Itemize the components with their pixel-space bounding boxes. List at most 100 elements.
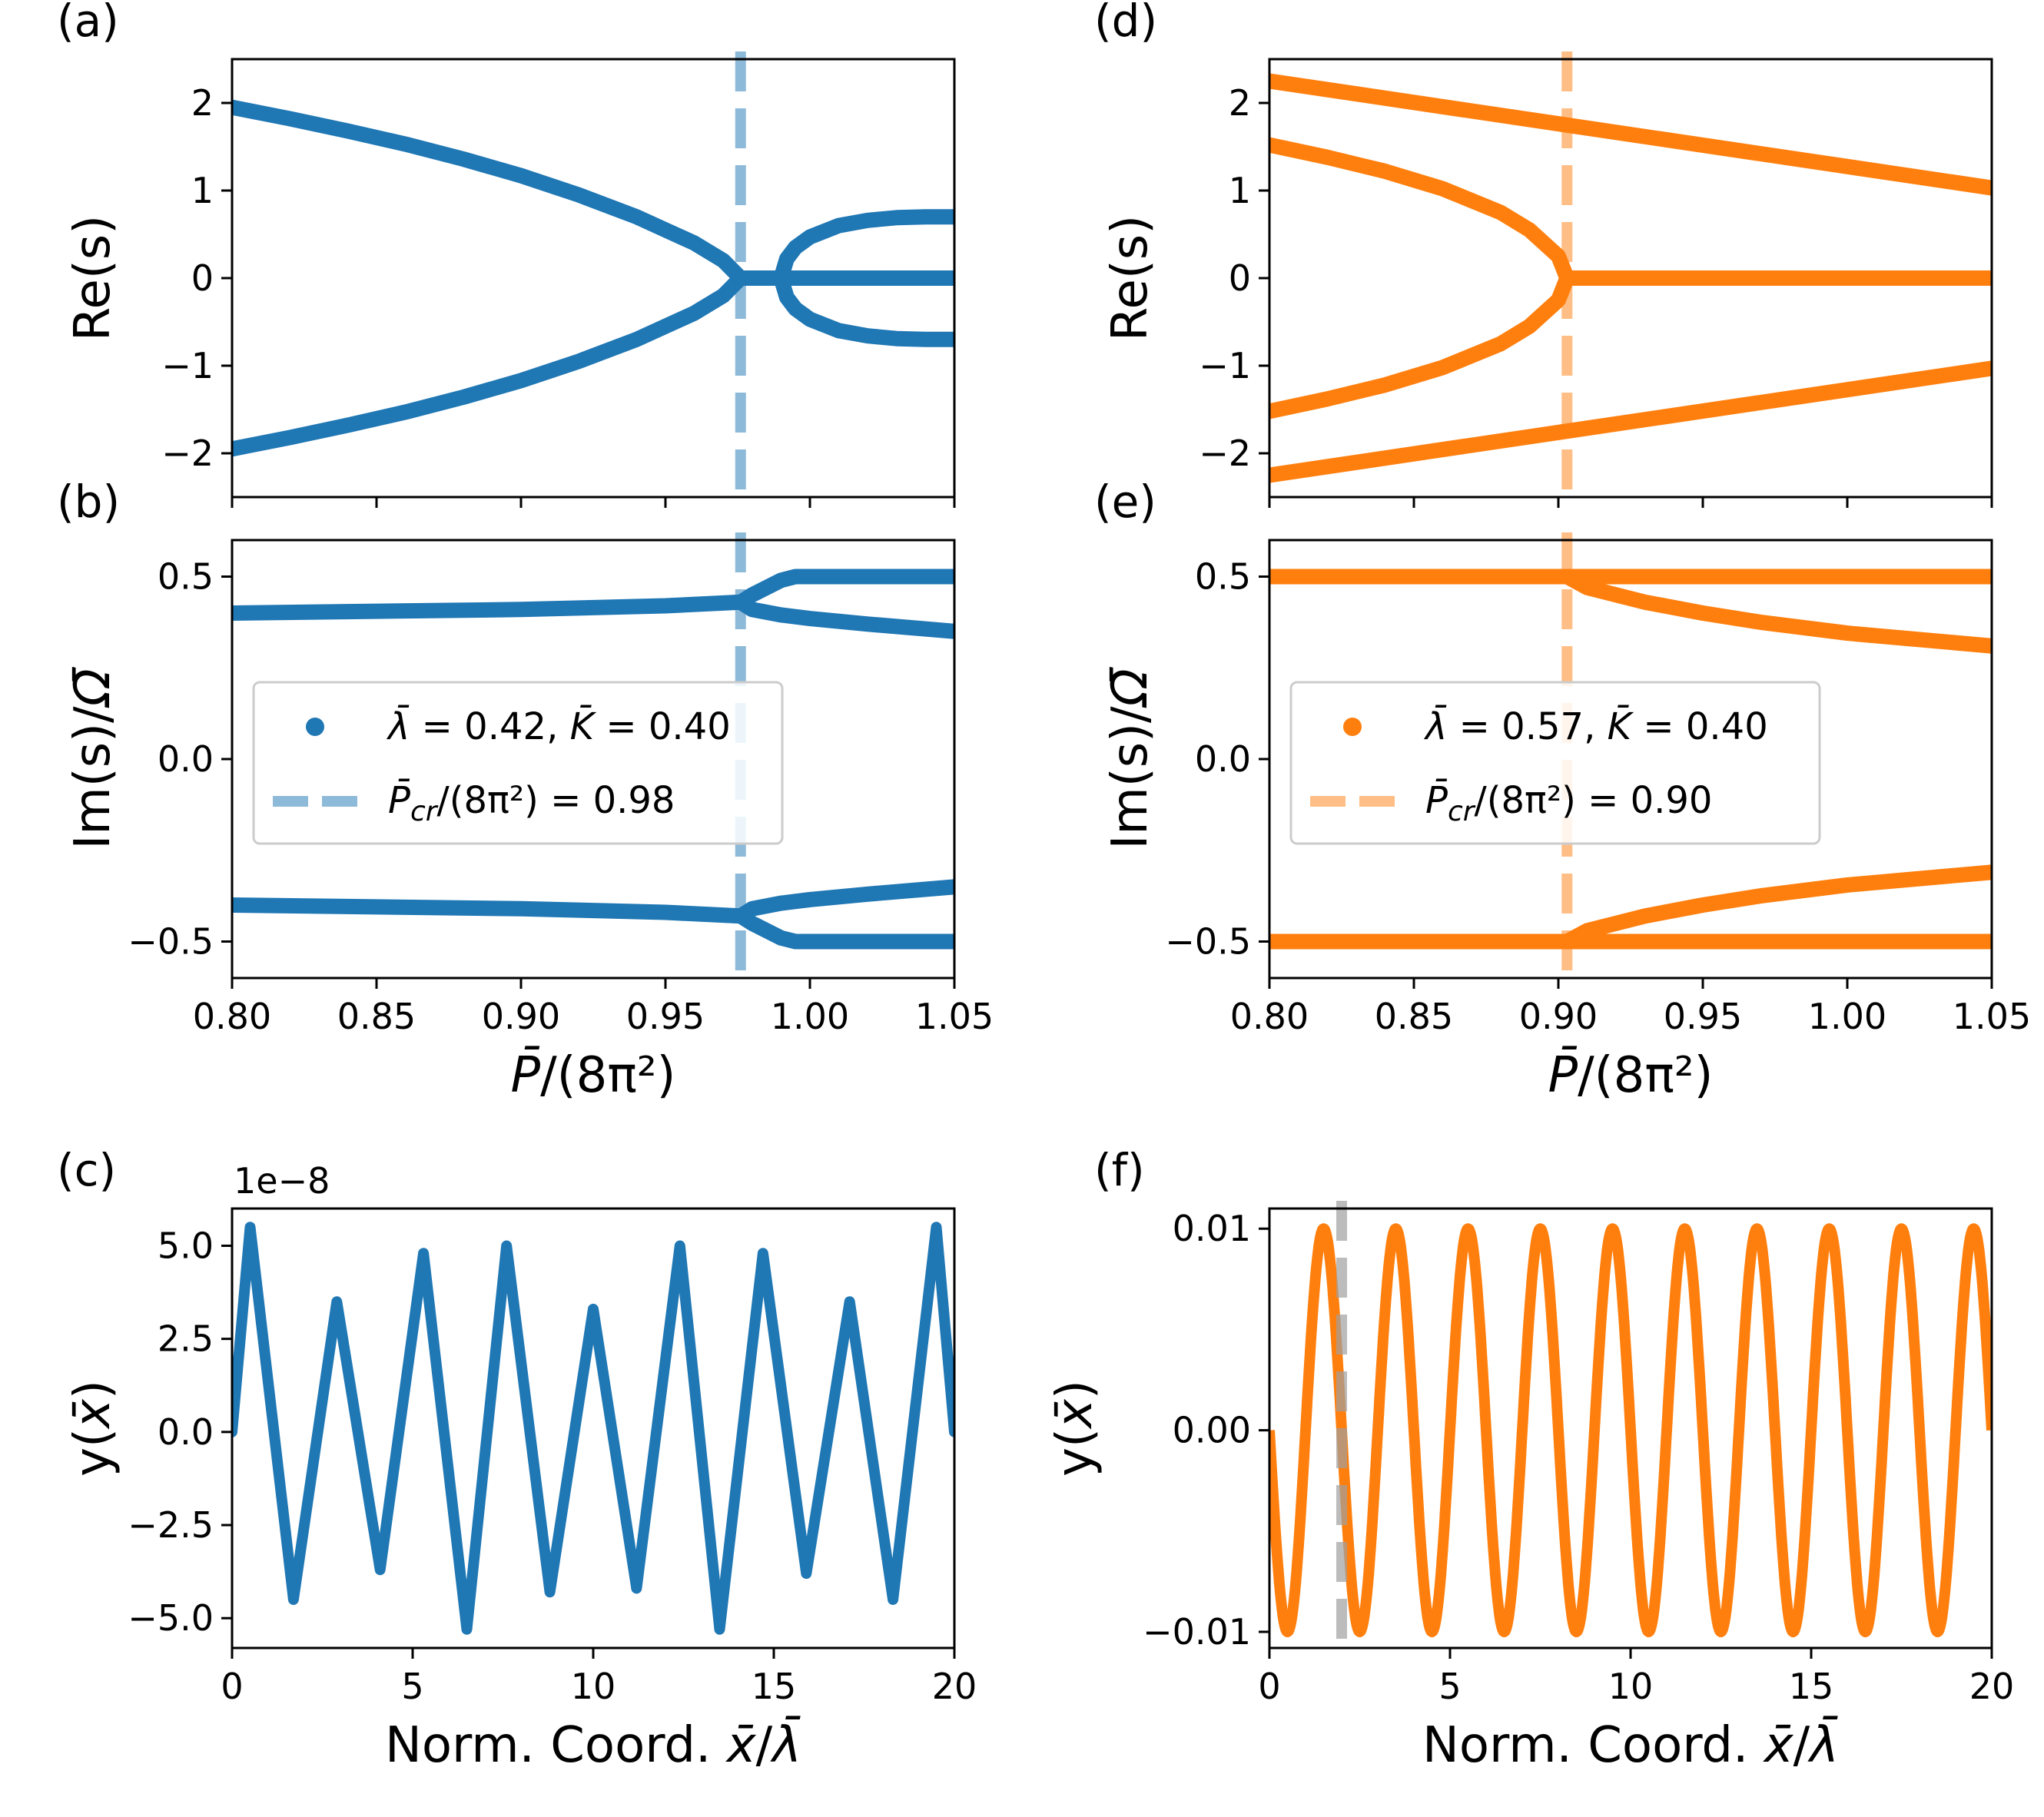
plot-area (232, 99, 954, 457)
y-axis-label: Im(s)/Ω̄ (65, 667, 121, 850)
x-tick-label: 1.00 (1808, 996, 1886, 1037)
y-tick-label: −2 (161, 433, 214, 474)
series-curve-5 (732, 879, 954, 924)
x-tick-label: 0 (221, 1666, 243, 1707)
x-axis-label: Norm. Coord. x̄/λ̄ (1422, 1716, 1839, 1774)
series-curve-2 (1559, 569, 1992, 654)
panel-label: (e) (1094, 476, 1156, 528)
plot-area (232, 569, 954, 950)
series-curve-1 (1269, 360, 1992, 483)
y-tick-label: −1 (1199, 345, 1251, 386)
x-tick-label: 0 (1258, 1666, 1280, 1707)
y-tick-label: 0.00 (1173, 1410, 1251, 1451)
x-tick-label: 20 (932, 1666, 977, 1707)
series-curve-1 (732, 569, 954, 610)
y-tick-label: 0.01 (1173, 1208, 1251, 1249)
panel-e: 0.80 0.85 0.90 0.95 1.00 1.05 −0.5 0.0 0.5 (e) Im(… (1094, 476, 2031, 1104)
panel-label: (b) (57, 476, 120, 528)
plot-area (1269, 73, 1992, 483)
legend-entry: λ̄ = 0.57, K̄ = 0.40 (1423, 705, 1768, 748)
y-tick-label: −1 (161, 345, 214, 386)
series-curve-0 (1269, 73, 1992, 196)
x-tick-label: 0.95 (1664, 996, 1742, 1037)
x-tick-label: 0.85 (1375, 996, 1453, 1037)
x-tick-label: 0.95 (626, 996, 705, 1037)
x-tick-label: 1.05 (1953, 996, 2031, 1037)
x-tick-label: 20 (1969, 1666, 2015, 1707)
series-curve-2 (732, 594, 954, 639)
panel-label: (f) (1094, 1144, 1145, 1196)
y-tick-label: 0 (191, 257, 214, 299)
y-tick-label: 0.5 (158, 556, 214, 598)
legend-box (1289, 681, 1821, 845)
x-tick-label: 10 (1608, 1666, 1654, 1707)
plot-area (1269, 569, 1992, 950)
legend-marker (306, 718, 324, 736)
panel-label: (c) (57, 1144, 116, 1196)
y-tick-label: 2 (1229, 82, 1251, 124)
panel-b: 0.80 0.85 0.90 0.95 1.00 1.05 −0.5 0.0 0.5 (b) Im(… (57, 476, 994, 1104)
y-tick-label: 0 (1229, 257, 1251, 299)
plot-area (232, 1222, 954, 1635)
x-axis-label: Norm. Coord. x̄/λ̄ (385, 1716, 801, 1774)
y-tick-label: 0.0 (158, 738, 214, 780)
y-tick-label: 1 (1229, 170, 1251, 211)
series-curve-0 (232, 1222, 954, 1635)
plot-area (1269, 1223, 1992, 1637)
panel-f: 0 5 10 15 20 −0.01 0.00 0.01 (f) y(x̄) Norm. Coord… (1047, 1144, 2014, 1774)
y-tick-label: 0.5 (1195, 556, 1251, 598)
y-tick-label: 1 (191, 170, 214, 211)
y-tick-label: 0.0 (158, 1411, 214, 1453)
y-tick-label: −0.5 (128, 921, 214, 963)
legend-marker (1343, 718, 1362, 736)
x-tick-label: 0.90 (1519, 996, 1598, 1037)
x-tick-label: 0.85 (337, 996, 416, 1037)
panel-c: 0 5 10 15 20 −5.0 −2.5 0.0 2.5 5.0 (c) y(x̄) Norm. C… (57, 1144, 977, 1774)
panel-label: (a) (57, 0, 119, 47)
x-tick-label: 1.05 (915, 996, 994, 1037)
x-axis-label: P̄/(8π²) (511, 1046, 676, 1104)
x-tick-label: 0.80 (193, 996, 271, 1037)
y-axis-label: y(x̄) (65, 1380, 121, 1477)
series-curve-4 (732, 908, 954, 950)
y-tick-label: −0.01 (1143, 1611, 1251, 1653)
x-tick-label: 0.90 (482, 996, 560, 1037)
legend-entry: P̄cr/(8π²) = 0.98 (388, 778, 675, 827)
series-curve-3 (1269, 270, 1575, 419)
series-sine (1269, 1223, 1992, 1637)
x-tick-label: 15 (1789, 1666, 1834, 1707)
offset-text: 1e−8 (234, 1160, 330, 1202)
y-tick-label: 2.5 (158, 1318, 214, 1360)
y-tick-label: 5.0 (158, 1225, 214, 1266)
series-curve-0 (232, 99, 748, 286)
x-tick-label: 0.80 (1230, 996, 1309, 1037)
y-axis-label: y(x̄) (1047, 1380, 1103, 1477)
series-curve-1 (232, 270, 748, 457)
y-tick-label: 0.0 (1195, 738, 1251, 780)
series-curve-4 (773, 270, 954, 347)
x-tick-label: 15 (752, 1666, 797, 1707)
x-axis-label: P̄/(8π²) (1548, 1046, 1714, 1104)
y-tick-label: −2 (1199, 433, 1251, 474)
series-curve-3 (1559, 864, 1992, 950)
x-tick-label: 10 (571, 1666, 616, 1707)
x-tick-label: 1.00 (771, 996, 849, 1037)
series-curve-0 (232, 594, 748, 621)
panel-label: (d) (1094, 0, 1157, 47)
x-tick-label: 5 (1438, 1666, 1461, 1707)
legend-entry: λ̄ = 0.42, K̄ = 0.40 (386, 705, 731, 748)
y-tick-label: −0.5 (1165, 921, 1251, 963)
x-tick-label: 5 (401, 1666, 423, 1707)
legend-entry: P̄cr/(8π²) = 0.90 (1425, 778, 1712, 827)
axes-frame (231, 1207, 956, 1650)
y-tick-label: −2.5 (128, 1504, 214, 1546)
y-axis-label: Re(s) (65, 215, 121, 341)
series-curve-3 (232, 897, 748, 924)
y-axis-label: Im(s)/Ω̄ (1102, 667, 1159, 850)
series-curve-2 (1269, 137, 1575, 286)
y-tick-label: −5.0 (128, 1597, 214, 1639)
